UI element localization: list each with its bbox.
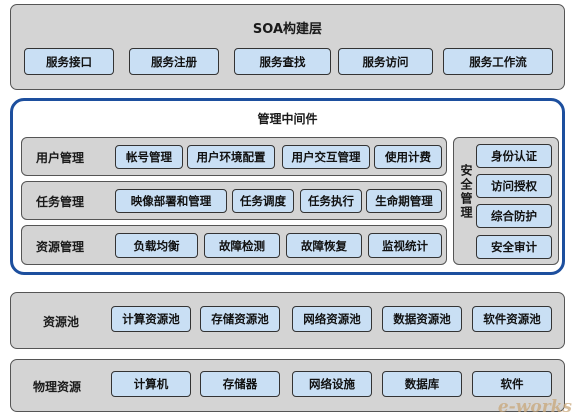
task-execution: 任务执行 bbox=[300, 189, 362, 213]
middleware-title: 管理中间件 bbox=[257, 112, 318, 126]
task-management-label: 任务管理 bbox=[36, 195, 85, 209]
middleware-panel: 管理中间件 用户管理 帐号管理 用户环境配置 用户交互管理 使用计费 任务管理 … bbox=[10, 98, 565, 275]
account-management: 帐号管理 bbox=[115, 145, 183, 169]
soa-layer: SOA构建层 服务接口 服务注册 服务查找 服务访问 服务工作流 bbox=[10, 4, 565, 90]
access-authorization: 访问授权 bbox=[476, 174, 552, 198]
task-scheduling: 任务调度 bbox=[232, 189, 294, 213]
load-balancing: 负载均衡 bbox=[115, 233, 198, 258]
storage-resource-pool: 存储资源池 bbox=[200, 306, 280, 332]
soa-layer-title: SOA构建层 bbox=[252, 22, 323, 37]
usage-billing: 使用计费 bbox=[374, 145, 442, 169]
comprehensive-protection: 综合防护 bbox=[476, 204, 552, 228]
soa-service-interface: 服务接口 bbox=[24, 48, 114, 75]
resource-management-label: 资源管理 bbox=[36, 240, 85, 254]
data-resource-pool: 数据资源池 bbox=[382, 306, 462, 332]
soa-service-access: 服务访问 bbox=[338, 48, 433, 75]
security-management-label: 安全管理 bbox=[459, 164, 473, 220]
lifecycle-management: 生命期管理 bbox=[366, 189, 442, 213]
fault-detection: 故障检测 bbox=[204, 233, 280, 258]
software: 软件 bbox=[472, 371, 552, 397]
network-facility: 网络设施 bbox=[292, 371, 372, 397]
soa-service-workflow: 服务工作流 bbox=[443, 48, 553, 75]
software-resource-pool: 软件资源池 bbox=[472, 306, 552, 332]
computer: 计算机 bbox=[111, 371, 191, 397]
compute-resource-pool: 计算资源池 bbox=[111, 306, 191, 332]
user-interaction-management: 用户交互管理 bbox=[282, 145, 370, 169]
user-env-config: 用户环境配置 bbox=[187, 145, 275, 169]
storage-device: 存储器 bbox=[200, 371, 280, 397]
resource-management-row: 资源管理 负载均衡 故障检测 故障恢复 监视统计 bbox=[21, 225, 447, 265]
watermark-logo: e-works bbox=[497, 397, 572, 417]
physical-resources-label: 物理资源 bbox=[33, 380, 82, 394]
soa-service-lookup: 服务查找 bbox=[234, 48, 331, 75]
fault-recovery: 故障恢复 bbox=[286, 233, 362, 258]
soa-service-registry: 服务注册 bbox=[129, 48, 219, 75]
resource-pool-layer: 资源池 计算资源池 存储资源池 网络资源池 数据资源池 软件资源池 bbox=[10, 292, 565, 349]
database: 数据库 bbox=[382, 371, 462, 397]
image-deployment-management: 映像部署和管理 bbox=[115, 189, 227, 213]
task-management-row: 任务管理 映像部署和管理 任务调度 任务执行 生命期管理 bbox=[21, 181, 447, 220]
user-management-label: 用户管理 bbox=[36, 151, 85, 165]
security-management-panel: 安全管理 身份认证 访问授权 综合防护 安全审计 bbox=[453, 137, 559, 265]
physical-resources-layer: 物理资源 计算机 存储器 网络设施 数据库 软件 bbox=[10, 359, 565, 412]
resource-pool-label: 资源池 bbox=[43, 315, 80, 329]
network-resource-pool: 网络资源池 bbox=[292, 306, 372, 332]
security-audit: 安全审计 bbox=[476, 235, 552, 259]
identity-authentication: 身份认证 bbox=[476, 144, 552, 168]
monitoring-statistics: 监视统计 bbox=[368, 233, 442, 258]
user-management-row: 用户管理 帐号管理 用户环境配置 用户交互管理 使用计费 bbox=[21, 137, 447, 176]
